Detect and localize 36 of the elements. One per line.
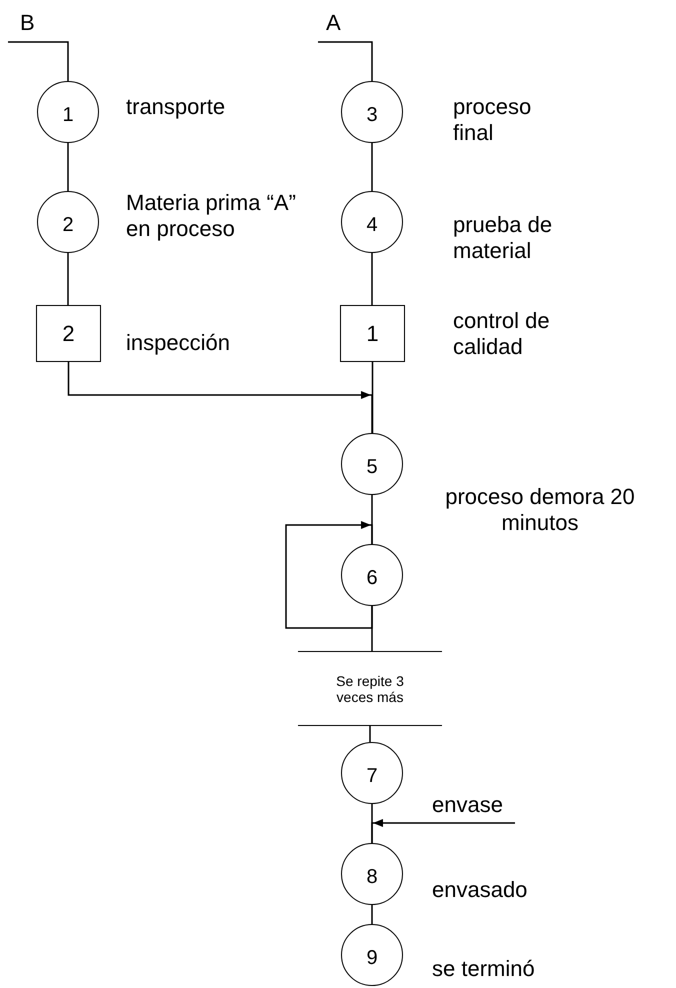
connector-line [67, 253, 69, 305]
line-label: B [8, 10, 48, 42]
step-description: control de calidad [453, 308, 551, 361]
connector-line [371, 253, 373, 305]
process-circle: 3 [341, 81, 403, 143]
process-circle: 5 [341, 433, 403, 495]
step-description: transporte [126, 94, 226, 120]
arrow [68, 362, 373, 433]
connector-line [318, 41, 373, 81]
process-circle: 1 [37, 81, 99, 143]
connector-line [371, 606, 373, 651]
connector-line [67, 143, 69, 191]
arrow [285, 521, 373, 629]
connector-line [371, 143, 373, 191]
step-description: proceso final [453, 94, 532, 147]
line-label: A [318, 10, 358, 42]
step-description: proceso demora 20 minutos [444, 484, 636, 537]
process-circle: 4 [341, 191, 403, 253]
arrow [371, 819, 515, 843]
repeat-band: Se repite 3 veces más [298, 651, 442, 726]
connector-line [371, 905, 373, 924]
process-circle: 6 [341, 544, 403, 606]
step-description: envasado [432, 877, 528, 904]
step-description: inspección [126, 330, 230, 356]
connector-line [372, 362, 374, 433]
process-circle: 8 [341, 843, 403, 905]
step-description: Materia prima “A” en proceso [126, 190, 297, 243]
step-description: prueba de material [453, 212, 554, 265]
connector-line [369, 726, 371, 742]
process-circle: 7 [341, 742, 403, 804]
inspection-box: 1 [340, 305, 405, 362]
connector-line [8, 41, 69, 81]
inspection-box: 2 [36, 305, 101, 362]
process-circle: 2 [37, 191, 99, 253]
process-circle: 9 [341, 924, 403, 986]
step-description: se terminó [432, 956, 535, 982]
